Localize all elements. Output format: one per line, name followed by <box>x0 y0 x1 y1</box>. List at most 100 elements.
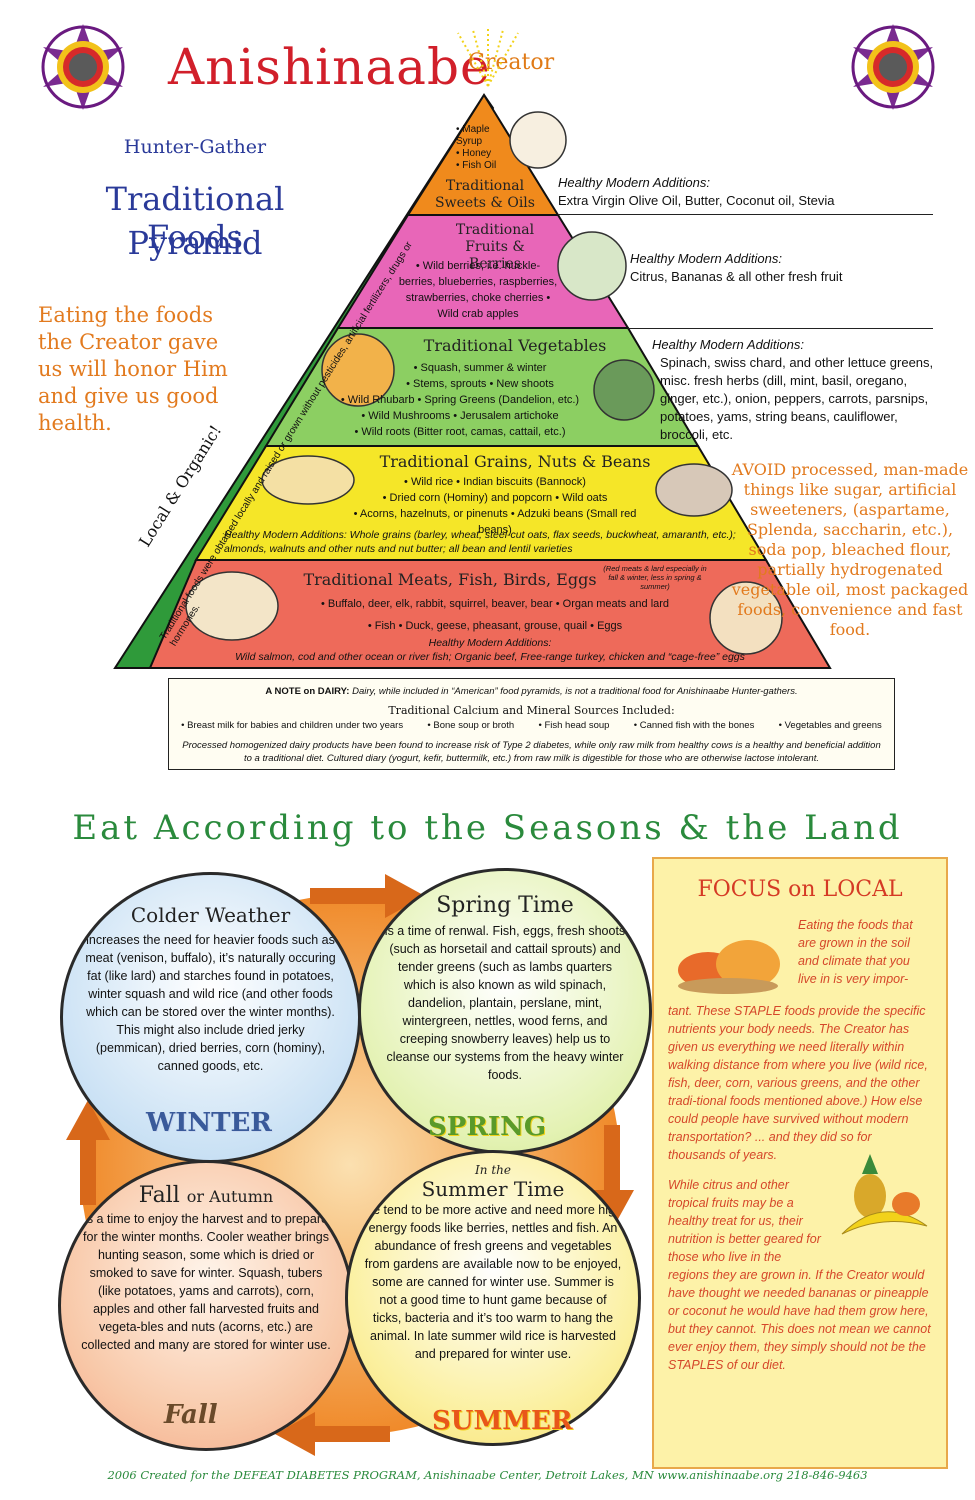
seasons-title: Eat According to the Seasons & the Land <box>72 808 903 848</box>
meats-line: • Buffalo, deer, elk, rabbit, squirrel, … <box>320 598 670 610</box>
meats-note: (Red meats & lard especially in fall & w… <box>603 564 707 591</box>
medallion-left-icon <box>41 24 125 110</box>
squash-image <box>321 333 395 407</box>
focus-para2-a: While citrus and other tropical fruits m… <box>668 1178 821 1264</box>
summer-text: we tend to be more active and need more … <box>364 1203 622 1361</box>
sweets-additions: Healthy Modern Additions: Extra Virgin O… <box>558 174 918 210</box>
grains-line: • Wild rice • Indian biscuits (Bannock) <box>404 476 586 488</box>
tropical-fruit-image <box>841 1154 928 1235</box>
vegetables-line: • Wild roots (Bitter root, camas, cattai… <box>354 426 566 438</box>
dairy-note-label: A NOTE on DAIRY: <box>265 686 350 697</box>
vegetables-additions-head: Healthy Modern Additions: <box>652 337 804 352</box>
eat-foods-text: Eating the foods the Creator gave us wil… <box>38 303 228 435</box>
fruits-text: • Wild berries, i.e. huckle-berries, blu… <box>398 260 558 320</box>
divider <box>558 214 933 215</box>
dairy-source-item: • Breast milk for babies and children un… <box>181 720 404 731</box>
grains-additions: Healthy Modern Additions: Whole grains (… <box>224 529 736 555</box>
fall-title: Fall or Autumn <box>61 1183 351 1208</box>
vegetables-text: • Squash, summer & winter • Stems, sprou… <box>300 360 620 440</box>
meats-text: • Buffalo, deer, elk, rabbit, squirrel, … <box>280 596 710 634</box>
grains-title: Traditional Grains, Nuts & Beans <box>379 452 651 471</box>
grains-line: • Dried corn (Hominy) and popcorn • Wild… <box>382 492 608 504</box>
subtitle-pyramid: Pyramid <box>127 224 263 262</box>
vegetables-additions-text: Spinach, swiss chard, and other lettuce … <box>660 355 934 442</box>
fall-text: is a time to enjoy the harvest and to pr… <box>81 1212 331 1352</box>
fall-circle: Fall or Autumn is a time to enjoy the ha… <box>58 1160 354 1451</box>
medallion-right-icon <box>851 24 935 110</box>
vegetables-title: Traditional Vegetables <box>423 336 607 355</box>
maple-tree-image <box>509 111 567 169</box>
harvest-image <box>678 940 780 994</box>
dairy-sources-list: • Breast milk for babies and children un… <box>169 720 894 731</box>
dairy-note-box: A NOTE on DAIRY: Dairy, while included i… <box>168 678 895 770</box>
vegetables-line: • Wild Rhubarb • Spring Greens (Dandelio… <box>340 394 580 406</box>
subtitle-traditional-foods: Traditional Foods <box>105 180 285 256</box>
arrow-top <box>310 874 425 918</box>
meats-line: • Fish • Duck, geese, pheasant, grouse, … <box>367 620 623 632</box>
dairy-sources-title: Traditional Calcium and Mineral Sources … <box>388 704 675 717</box>
fruits-title: Traditional Fruits & Berries <box>440 222 550 273</box>
arrow-left <box>66 1100 110 1205</box>
sweets-title-line2: Sweets & Oils <box>435 195 535 211</box>
subtitle-hunter-gather: Hunter-Gather <box>123 136 267 158</box>
fruits-title-line2: Fruits & Berries <box>465 239 525 272</box>
meats-title: Traditional Meats, Fish, Birds, Eggs <box>303 570 597 589</box>
vegetables-line: • Squash, summer & winter <box>413 362 547 374</box>
fall-title-main: Fall <box>138 1183 180 1208</box>
grains-line: • Acorns, hazelnuts, or pinenuts • Adzuk… <box>353 508 637 536</box>
dairy-note: A NOTE on DAIRY: Dairy, while included i… <box>169 685 894 698</box>
avoid-text: AVOID processed, man-made things like su… <box>731 460 969 639</box>
summer-title-small: In the <box>475 1163 511 1177</box>
summer-title: Summer Time <box>421 1177 565 1201</box>
meats-additions-head: Healthy Modern Additions: <box>428 637 552 649</box>
dairy-source-item: • Canned fish with the bones <box>633 720 755 731</box>
focus-para1-a: Eating the foods that are grown in the s… <box>798 918 913 986</box>
fruits-additions-head: Healthy Modern Additions: <box>630 251 782 266</box>
sweets-item: • Maple Syrup <box>456 124 490 147</box>
sweets-item: • Fish Oil <box>456 160 497 171</box>
focus-local-box: FOCUS on LOCAL Eating the foods that are… <box>652 857 948 1469</box>
summer-circle: In the Summer Time we tend to be more ac… <box>345 1150 641 1446</box>
divider <box>628 328 933 329</box>
deer-image <box>709 581 783 655</box>
vegetables-line: • Wild Mushrooms • Jerusalem artichoke <box>361 410 559 422</box>
wild-rice-image <box>655 463 733 517</box>
spring-title: Spring Time <box>436 893 574 918</box>
focus-para2-b: regions they are grown in. If the Creato… <box>668 1268 931 1372</box>
dairy-source-item: • Fish head soup <box>538 720 610 731</box>
focus-title: FOCUS on LOCAL <box>697 877 903 902</box>
focus-para1-b: tant. These STAPLE foods provide the spe… <box>668 1004 928 1162</box>
sweets-additions-text: Extra Virgin Olive Oil, Butter, Coconut … <box>558 193 835 208</box>
fruits-additions: Healthy Modern Additions: Citrus, Banana… <box>630 250 930 286</box>
winter-label: WINTER <box>146 1108 272 1138</box>
pyramid-graphic <box>113 93 832 669</box>
spring-label: SPRING <box>428 1112 547 1142</box>
focus-para1: Eating the foods that are grown in the s… <box>668 916 932 1164</box>
page-title: Anishinaabe <box>168 38 491 96</box>
berries-image <box>557 231 627 301</box>
focus-para2: While citrus and other tropical fruits m… <box>668 1154 932 1374</box>
summer-label: SUMMER <box>432 1406 573 1436</box>
meats-additions: Healthy Modern Additions: Wild salmon, c… <box>160 636 820 664</box>
winter-text: increases the need for heavier foods suc… <box>85 933 336 1073</box>
sun-rays-icon <box>457 28 519 87</box>
meats-additions-text: Wild salmon, cod and other ocean or rive… <box>235 651 745 663</box>
winter-title: Colder Weather <box>130 903 291 927</box>
fruits-title-line1: Traditional <box>455 222 535 238</box>
creator-label: Creator <box>468 50 555 75</box>
grains-text: • Wild rice • Indian biscuits (Bannock) … <box>340 474 650 538</box>
sweets-title-line1: Traditional <box>445 178 525 194</box>
greens-image <box>593 359 655 421</box>
fall-title-small: or Autumn <box>186 1187 274 1206</box>
dairy-source-item: • Bone soup or broth <box>427 720 515 731</box>
fruits-additions-text: Citrus, Bananas & all other fresh fruit <box>630 269 843 284</box>
fall-label: Fall <box>164 1400 218 1430</box>
arrow-bottom <box>275 1412 390 1456</box>
sweets-items: • Maple Syrup • Honey • Fish Oil <box>456 124 516 172</box>
fish-image <box>185 571 279 641</box>
sweets-title: Traditional Sweets & Oils <box>430 178 540 212</box>
sweets-item: • Honey <box>456 148 492 159</box>
spring-circle: Spring Time is a time of renwal. Fish, e… <box>358 868 652 1154</box>
sweets-additions-head: Healthy Modern Additions: <box>558 175 710 190</box>
vegetables-additions: Healthy Modern Additions: Spinach, swiss… <box>652 336 942 444</box>
